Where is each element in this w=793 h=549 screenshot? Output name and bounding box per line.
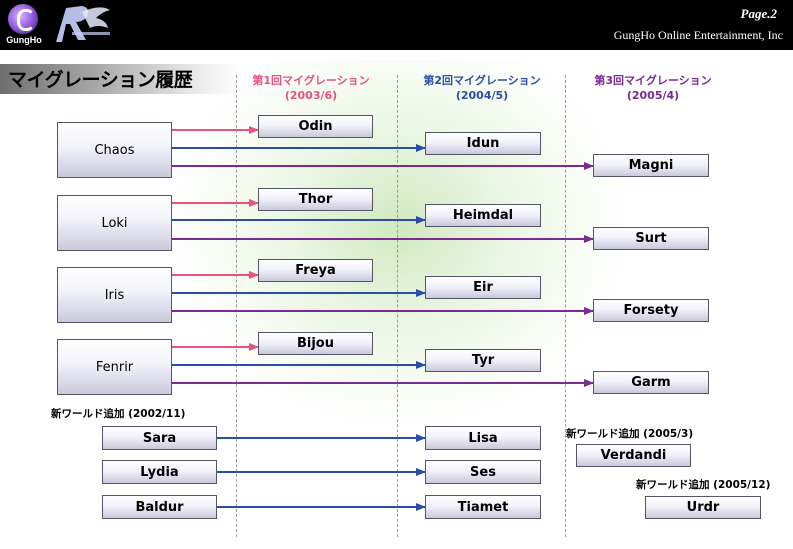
slide-title: マイグレーション履歴 xyxy=(8,69,193,91)
column-header-2: 第2回マイグレーション (2004/5) xyxy=(397,73,567,103)
background-glow xyxy=(170,60,630,430)
column-title-2: 第2回マイグレーション xyxy=(423,74,541,87)
server-ses: Ses xyxy=(425,460,541,484)
column-date-3: (2005/4) xyxy=(626,89,680,102)
header-bar: GungHo Page.2 GungHo Online Entertainmen… xyxy=(0,0,793,50)
server-forsety: Forsety xyxy=(593,299,709,322)
page-number: Page.2 xyxy=(740,6,777,21)
ragnarok-logo-icon xyxy=(56,6,110,42)
column-date-1: (2003/6) xyxy=(284,89,338,102)
server-tiamet: Tiamet xyxy=(425,495,541,519)
divider-2 xyxy=(397,75,398,537)
brand-name: GungHo xyxy=(6,35,42,45)
server-surt: Surt xyxy=(593,227,709,250)
server-bijou: Bijou xyxy=(258,332,373,355)
server-iris: Iris xyxy=(57,267,172,323)
column-date-2: (2004/5) xyxy=(455,89,509,102)
server-verdandi: Verdandi xyxy=(576,444,691,467)
server-idun: Idun xyxy=(425,132,541,155)
server-chaos: Chaos xyxy=(57,122,172,178)
server-lydia: Lydia xyxy=(102,460,217,484)
server-thor: Thor xyxy=(258,188,373,211)
new-world-note-2005-12: 新ワールド追加 (2005/12) xyxy=(636,479,771,491)
server-freya: Freya xyxy=(258,259,373,282)
server-magni: Magni xyxy=(593,154,709,177)
server-tyr: Tyr xyxy=(425,349,541,372)
server-heimdal: Heimdal xyxy=(425,204,541,227)
divider-3 xyxy=(565,75,566,537)
new-world-note-2002: 新ワールド追加 (2002/11) xyxy=(51,408,186,420)
gungho-logo: GungHo xyxy=(2,2,46,48)
divider-1 xyxy=(236,75,237,537)
column-header-3: 第3回マイグレーション (2005/4) xyxy=(568,73,738,103)
company-name: GungHo Online Entertainment, Inc xyxy=(613,28,783,42)
server-garm: Garm xyxy=(593,371,709,394)
server-lisa: Lisa xyxy=(425,426,541,450)
server-eir: Eir xyxy=(425,276,541,299)
server-fenrir: Fenrir xyxy=(57,339,172,395)
server-loki: Loki xyxy=(57,195,172,251)
server-sara: Sara xyxy=(102,426,217,450)
column-title-1: 第1回マイグレーション xyxy=(252,74,370,87)
new-world-note-2005-3: 新ワールド追加 (2005/3) xyxy=(566,428,694,440)
server-urdr: Urdr xyxy=(645,496,761,519)
server-baldur: Baldur xyxy=(102,495,217,519)
column-header-1: 第1回マイグレーション (2003/6) xyxy=(226,73,396,103)
server-odin: Odin xyxy=(258,115,373,138)
column-title-3: 第3回マイグレーション xyxy=(594,74,712,87)
